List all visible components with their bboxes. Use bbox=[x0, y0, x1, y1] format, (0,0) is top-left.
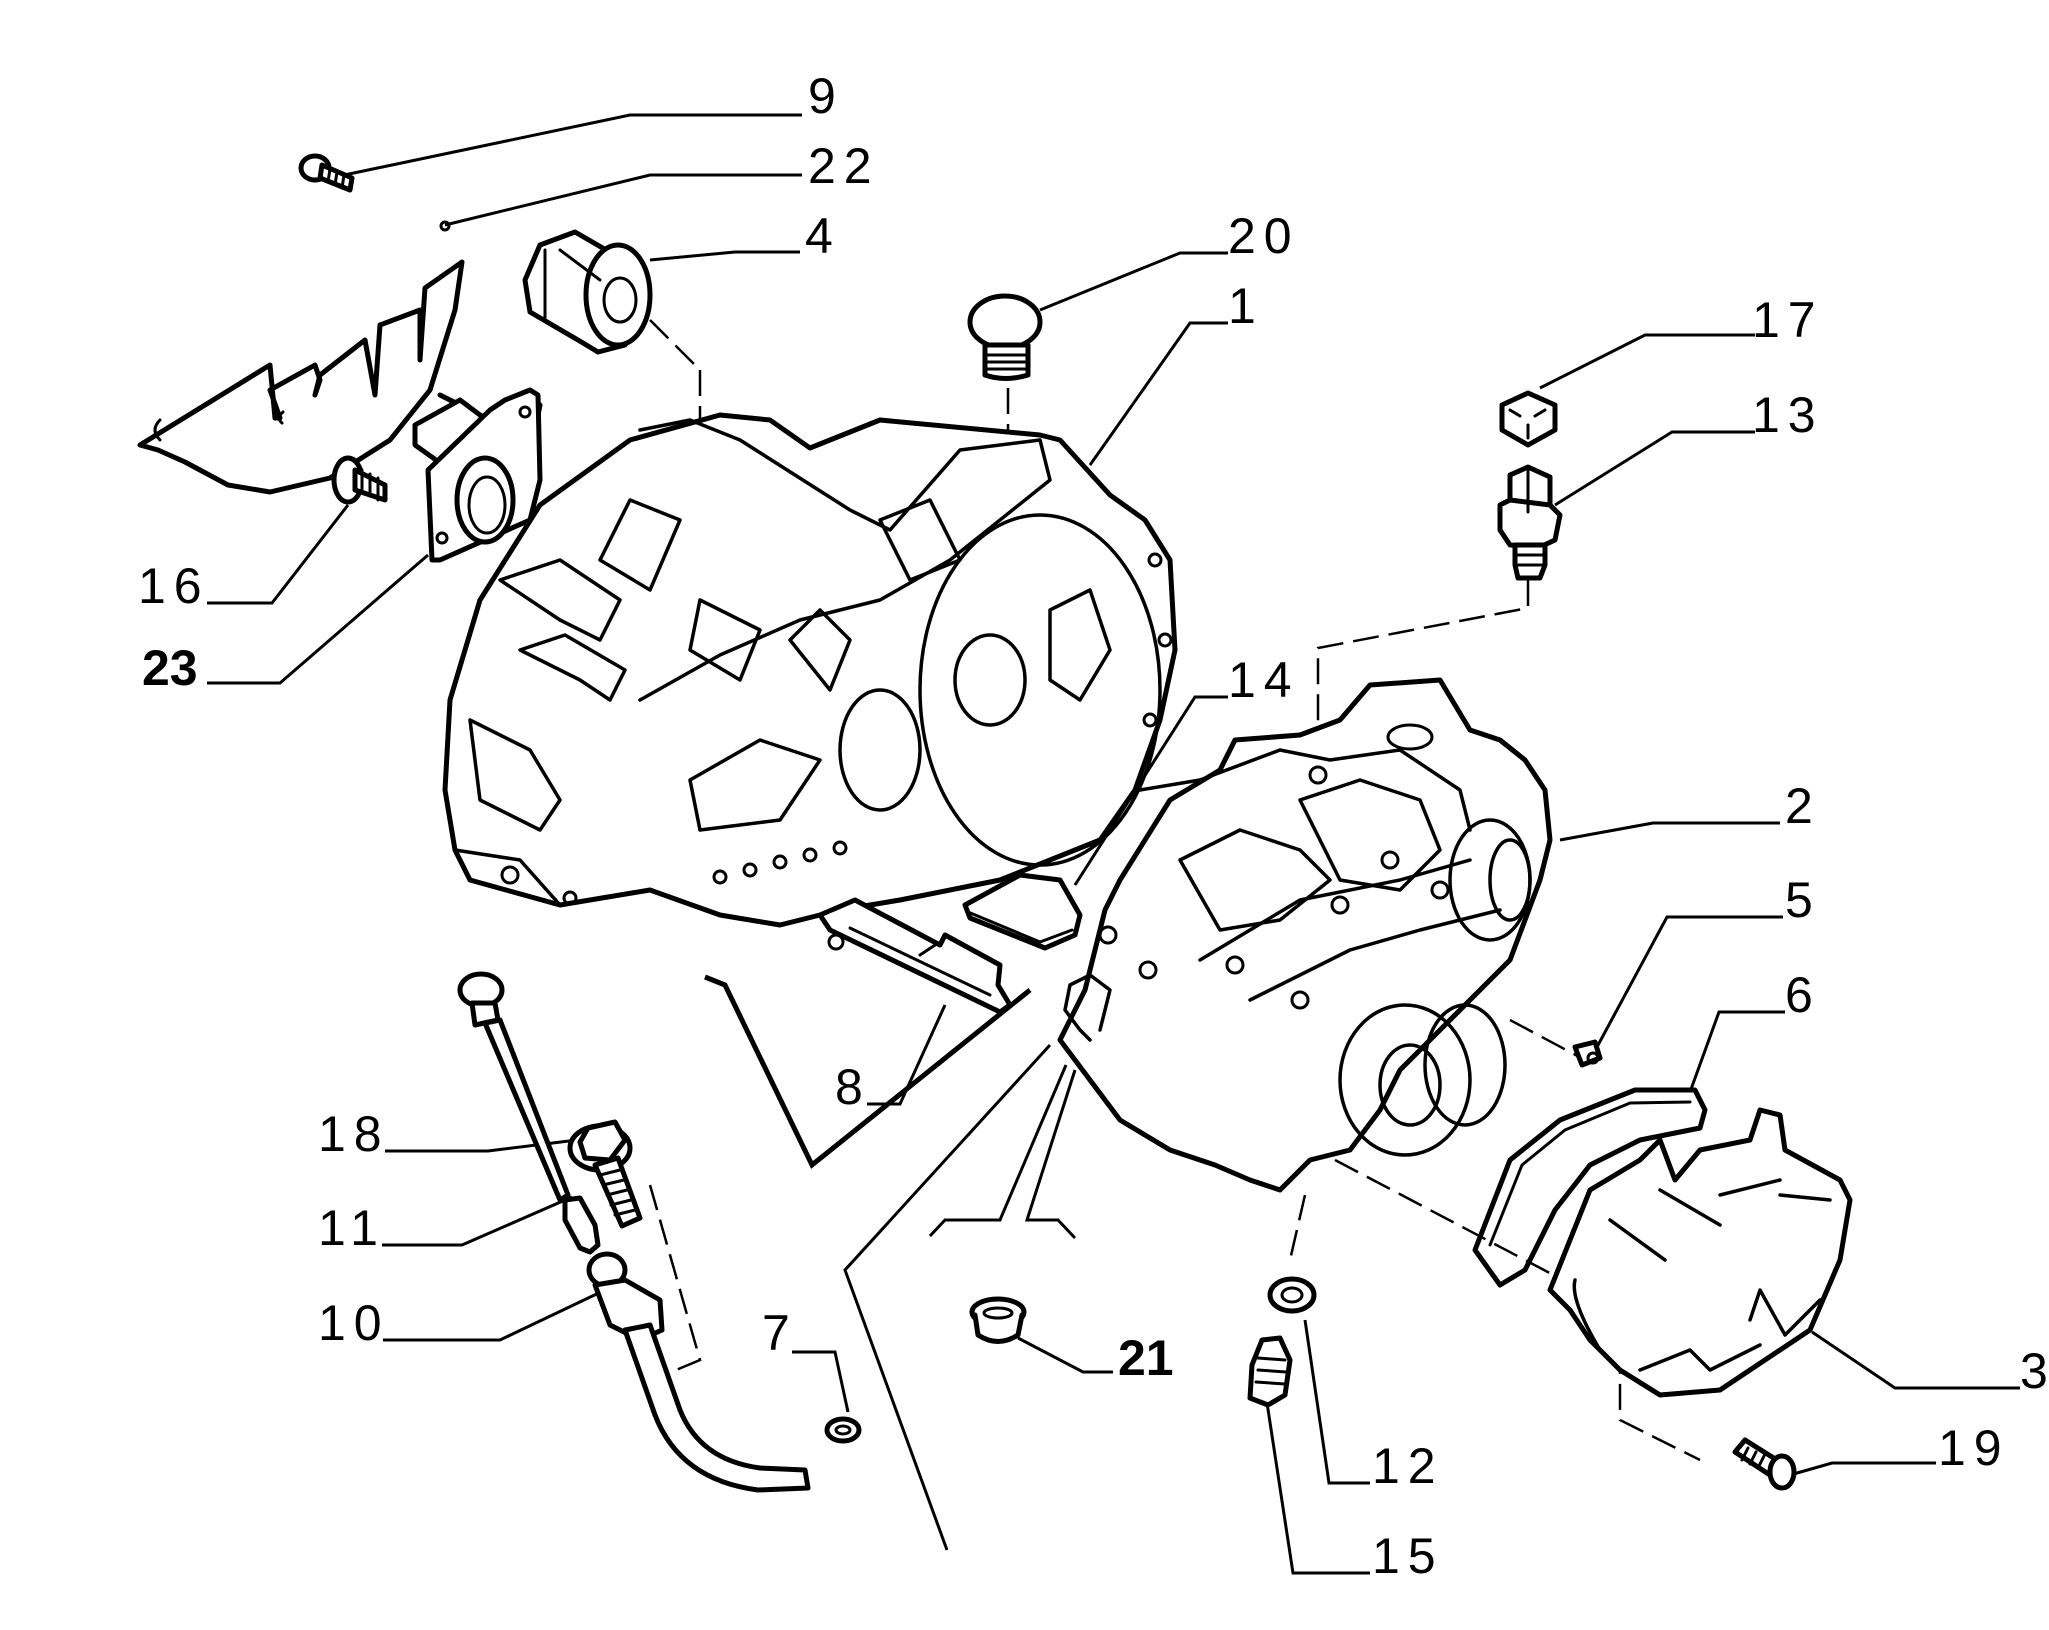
callout-14: 14 bbox=[1228, 652, 1300, 708]
callout-2: 2 bbox=[1785, 778, 1821, 834]
dash-13 bbox=[1316, 580, 1530, 782]
part-1-bell-housing bbox=[442, 412, 1178, 928]
part-17-cap bbox=[1499, 390, 1558, 448]
part-8-guide-bracket bbox=[817, 897, 1013, 1015]
leader-15 bbox=[1260, 1369, 1370, 1575]
leader-fitting-split-b bbox=[1024, 1069, 1077, 1240]
leader-17 bbox=[1539, 333, 1755, 390]
part-9-screw bbox=[298, 153, 355, 193]
leader-6 bbox=[1688, 1010, 1785, 1093]
leader-fitting-left bbox=[843, 1043, 1052, 1551]
part-18-flange-bolt bbox=[567, 1119, 643, 1229]
leader-23 bbox=[207, 553, 429, 685]
bracket-line bbox=[704, 974, 1032, 1169]
leader-7 bbox=[792, 1350, 850, 1413]
callout-19: 19 bbox=[1938, 1420, 2010, 1476]
leader-2 bbox=[1559, 821, 1780, 842]
callout-16: 16 bbox=[138, 558, 210, 614]
dash-12 bbox=[1288, 1194, 1307, 1261]
leader-11 bbox=[382, 1195, 573, 1247]
dash-4 bbox=[649, 319, 701, 371]
part-14-plug-pad bbox=[962, 872, 1083, 951]
callout-8: 8 bbox=[835, 1059, 871, 1115]
leader-1 bbox=[1088, 321, 1228, 466]
part-5-dowel-pin bbox=[1572, 1039, 1603, 1068]
callout-9: 9 bbox=[808, 68, 844, 124]
callout-18: 18 bbox=[318, 1106, 390, 1162]
leader-13 bbox=[1554, 430, 1755, 507]
leader-21 bbox=[1017, 1336, 1113, 1374]
part-15-drain-plug bbox=[1247, 1335, 1293, 1408]
callout-23: 23 bbox=[142, 640, 198, 696]
leader-fitting-split-a bbox=[928, 1064, 1068, 1238]
leader-10 bbox=[383, 1288, 606, 1342]
callout-5: 5 bbox=[1785, 872, 1821, 928]
part-11-dipstick bbox=[457, 971, 601, 1255]
part-23-release-guide bbox=[412, 387, 543, 563]
part-4-bearing-sleeve bbox=[522, 229, 653, 355]
callout-labels: 9 22 4 20 1 17 13 16 23 14 2 5 6 8 18 11… bbox=[138, 68, 2049, 1584]
part-22-shield-plate bbox=[137, 220, 465, 495]
part-7-seal-washer bbox=[824, 1416, 862, 1444]
part-2-gearbox-housing bbox=[1057, 677, 1553, 1193]
part-10-dipstick-tube bbox=[586, 1251, 811, 1493]
callout-20: 20 bbox=[1228, 208, 1300, 264]
callout-6: 6 bbox=[1785, 967, 1821, 1023]
leader-5 bbox=[1588, 915, 1783, 1061]
callout-22: 22 bbox=[808, 138, 880, 194]
callout-12: 12 bbox=[1372, 1438, 1444, 1494]
leader-9 bbox=[329, 113, 802, 180]
callout-3: 3 bbox=[2020, 1343, 2049, 1399]
part-19-cover-bolt bbox=[1732, 1437, 1797, 1491]
leader-20 bbox=[1039, 251, 1228, 312]
part-12-washer bbox=[1267, 1276, 1317, 1314]
dash-5 bbox=[1509, 1018, 1586, 1062]
leader-16 bbox=[207, 504, 350, 605]
part-6-cover-gasket bbox=[1472, 1087, 1708, 1288]
callout-11: 11 bbox=[318, 1200, 386, 1256]
part-20-filler-plug bbox=[967, 293, 1043, 381]
callout-1: 1 bbox=[1228, 278, 1264, 334]
leader-3 bbox=[1811, 1330, 2020, 1390]
callout-17: 17 bbox=[1752, 292, 1824, 348]
callout-21: 21 bbox=[1118, 1330, 1174, 1386]
leader-4 bbox=[649, 250, 800, 262]
part-3-rear-cover bbox=[1547, 1107, 1853, 1398]
leader-12 bbox=[1303, 1319, 1370, 1485]
callout-13: 13 bbox=[1752, 387, 1824, 443]
callout-4: 4 bbox=[805, 208, 841, 264]
part-13-switch-sender bbox=[1497, 464, 1563, 581]
leader-lines bbox=[207, 113, 2020, 1575]
leader-8 bbox=[867, 1004, 947, 1106]
callout-7: 7 bbox=[762, 1305, 798, 1361]
part-21-cup-plug bbox=[969, 1296, 1027, 1344]
callout-15: 15 bbox=[1372, 1528, 1444, 1584]
callout-10: 10 bbox=[318, 1295, 390, 1351]
part-16-bolt bbox=[331, 455, 388, 505]
leader-22 bbox=[444, 173, 802, 227]
leader-19 bbox=[1789, 1461, 1936, 1477]
